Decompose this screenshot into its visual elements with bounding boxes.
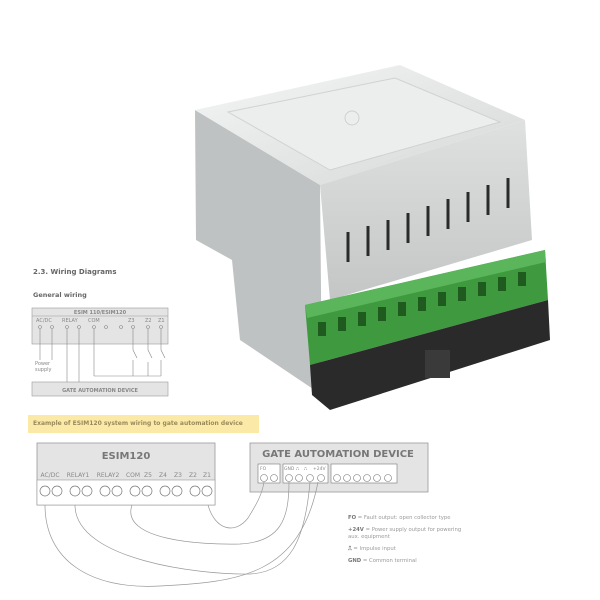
example-banner: Example of ESIM120 system wiring to gate… [28,415,259,433]
terminal-label: AC/DC [36,318,52,324]
section-title: 2.3. Wiring Diagrams [33,268,117,276]
terminal-label: ⎍ [296,467,300,472]
subsection-title: General wiring [33,291,87,299]
terminal-label: RELAY [62,318,79,324]
terminal-label: +24V [313,466,326,472]
legend-item: GND = Common terminal [348,558,417,564]
legend-item: +24V = Power supply output for powering … [348,527,462,540]
terminal-label: AC/DC [40,472,59,479]
terminal-label: RELAY1 [67,472,90,479]
terminal-label: COM [126,472,140,479]
terminal-label: Z3 [174,472,182,479]
power-label: supply [35,367,52,373]
terminal-label: Z5 [144,472,152,479]
terminal-label: RELAY2 [97,472,120,479]
terminal-label: Z2 [189,472,197,479]
terminal-label: Z4 [159,472,167,479]
module-title: ESIM 110/ESIM120 [74,310,127,316]
terminal-label: Z2 [145,318,152,324]
device-label: GATE AUTOMATION DEVICE [62,388,138,394]
terminal-label: COM [88,318,100,324]
example-banner-text: Example of ESIM120 system wiring to gate… [33,420,243,427]
power-label: Power [35,361,51,367]
terminal-block [305,250,548,365]
terminal-label: FO [260,466,267,472]
terminal-label: GND [284,466,295,472]
screw-terminals [39,485,213,497]
terminal-label: Z1 [158,318,165,324]
terminal-label: ⎍ [304,467,308,472]
terminal-label: Z3 [128,318,135,324]
legend-item: FO = Fault output: open collector type [348,515,451,521]
terminal-label: Z1 [203,472,211,479]
module-title: ESIM120 [102,451,151,462]
legend-item: ⎍ = Impulse input [348,546,396,552]
device-title: GATE AUTOMATION DEVICE [262,449,414,460]
